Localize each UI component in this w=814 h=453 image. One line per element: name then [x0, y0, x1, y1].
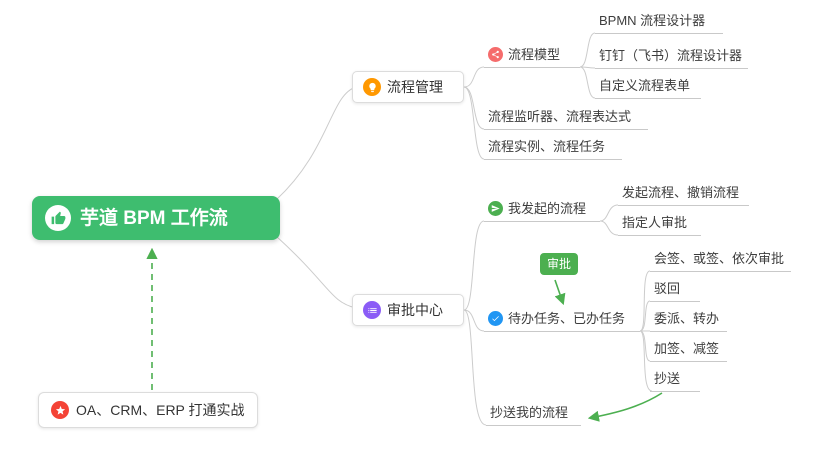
send-icon [488, 201, 503, 216]
node-label: 审批中心 [387, 302, 443, 318]
node-todo-done[interactable]: 待办任务、已办任务 [484, 310, 640, 332]
node-countersign[interactable]: 会签、或签、依次审批 [650, 250, 791, 272]
connector-line [639, 270, 651, 332]
root-node[interactable]: 芋道 BPM 工作流 [32, 196, 280, 240]
connector-line [639, 300, 651, 332]
node-label: 抄送我的流程 [490, 405, 569, 420]
node-delegate-transfer[interactable]: 委派、转办 [650, 310, 727, 332]
connector-line [463, 86, 485, 160]
node-label: BPMN 流程设计器 [599, 13, 706, 28]
thumbs-up-icon [45, 205, 71, 231]
node-process-management[interactable]: 流程管理 [352, 71, 464, 103]
connector-line [463, 220, 485, 311]
node-label: 流程模型 [508, 47, 561, 62]
node-label: 钉钉（飞书）流程设计器 [599, 48, 743, 63]
node-label: 抄送 [654, 371, 681, 386]
approval-edge-label: 审批 [540, 253, 579, 275]
node-add-reduce-sign[interactable]: 加签、减签 [650, 340, 727, 362]
node-label: 我发起的流程 [508, 201, 587, 216]
node-label: 加签、减签 [654, 341, 720, 356]
node-bpmn-designer[interactable]: BPMN 流程设计器 [595, 12, 723, 34]
node-label: 流程管理 [387, 79, 443, 95]
node-custom-form[interactable]: 自定义流程表单 [595, 77, 701, 99]
node-label: 会签、或签、依次审批 [654, 251, 785, 266]
node-process-model[interactable]: 流程模型 [484, 46, 580, 68]
root-label: 芋道 BPM 工作流 [80, 207, 228, 229]
star-icon [51, 401, 69, 419]
node-label: 流程监听器、流程表达式 [488, 109, 632, 124]
node-listener-expression[interactable]: 流程监听器、流程表达式 [484, 108, 648, 130]
connector-line [463, 66, 485, 88]
connector-line [599, 220, 619, 236]
connector-line [275, 235, 357, 309]
connector-line [579, 32, 596, 68]
lightbulb-icon [363, 78, 381, 96]
node-dingtalk-designer[interactable]: 钉钉（飞书）流程设计器 [595, 47, 748, 69]
node-label: 自定义流程表单 [599, 78, 691, 93]
node-approval-center[interactable]: 审批中心 [352, 294, 464, 326]
connector-line [579, 66, 596, 99]
connector-line [639, 330, 651, 362]
node-label: 指定人审批 [622, 215, 688, 230]
node-label: 流程实例、流程任务 [488, 139, 606, 154]
connector-line [639, 330, 653, 392]
node-instance-task[interactable]: 流程实例、流程任务 [484, 138, 622, 160]
node-my-initiated[interactable]: 我发起的流程 [484, 200, 600, 222]
node-initiate-cancel[interactable]: 发起流程、撤销流程 [618, 184, 749, 206]
node-label: 待办任务、已办任务 [508, 311, 626, 326]
node-label: 驳回 [654, 281, 681, 296]
node-label: 发起流程、撤销流程 [622, 185, 740, 200]
node-cc[interactable]: 抄送 [650, 370, 700, 392]
node-cc-my-process[interactable]: 抄送我的流程 [486, 404, 581, 426]
practice-label: OA、CRM、ERP 打通实战 [76, 402, 245, 418]
cc-flow-arrow [587, 392, 663, 422]
connector-line [463, 309, 485, 332]
check-icon [488, 311, 503, 326]
node-reject[interactable]: 驳回 [650, 280, 700, 302]
share-icon [488, 47, 503, 62]
connector-line [463, 309, 487, 426]
approval-flow-arrow [554, 279, 566, 306]
practice-callout[interactable]: OA、CRM、ERP 打通实战 [38, 392, 258, 428]
list-icon [363, 301, 381, 319]
node-assignee-approval[interactable]: 指定人审批 [618, 214, 701, 236]
connector-line [599, 204, 619, 222]
connector-line [275, 86, 357, 201]
node-label: 委派、转办 [654, 311, 720, 326]
